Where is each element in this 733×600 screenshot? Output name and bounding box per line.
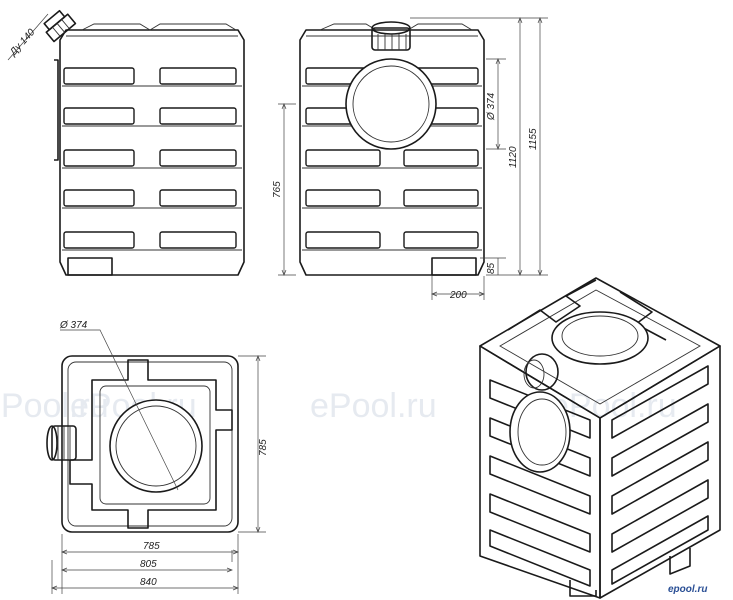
width-inner-label: 785 xyxy=(143,541,160,552)
height-total-label: 1155 xyxy=(528,128,539,150)
width-mid-label: 805 xyxy=(140,559,157,570)
watermark: ePool.ru xyxy=(0,387,109,425)
height-inlet-label: 765 xyxy=(272,181,283,198)
foot-height-label: 85 xyxy=(486,262,497,274)
top-view: Ø 374 785 785 805 840 xyxy=(46,320,269,594)
front-view: Ø 374 1120 1155 765 85 200 xyxy=(272,17,548,301)
side-view: Ду 140 xyxy=(7,9,245,276)
depth-top-label: 785 xyxy=(258,439,269,456)
logo: epool.ru xyxy=(668,584,707,595)
height-body-label: 1120 xyxy=(508,146,519,168)
watermark: ePool.ru xyxy=(310,387,437,425)
diameter-side-label: Ø 374 xyxy=(486,92,497,121)
diameter-top-label: Ø 374 xyxy=(59,320,88,331)
inlet-label: Ду 140 xyxy=(7,27,37,59)
width-outer-label: 840 xyxy=(140,577,157,588)
isometric-view xyxy=(479,277,721,599)
foot-width-label: 200 xyxy=(449,290,467,301)
